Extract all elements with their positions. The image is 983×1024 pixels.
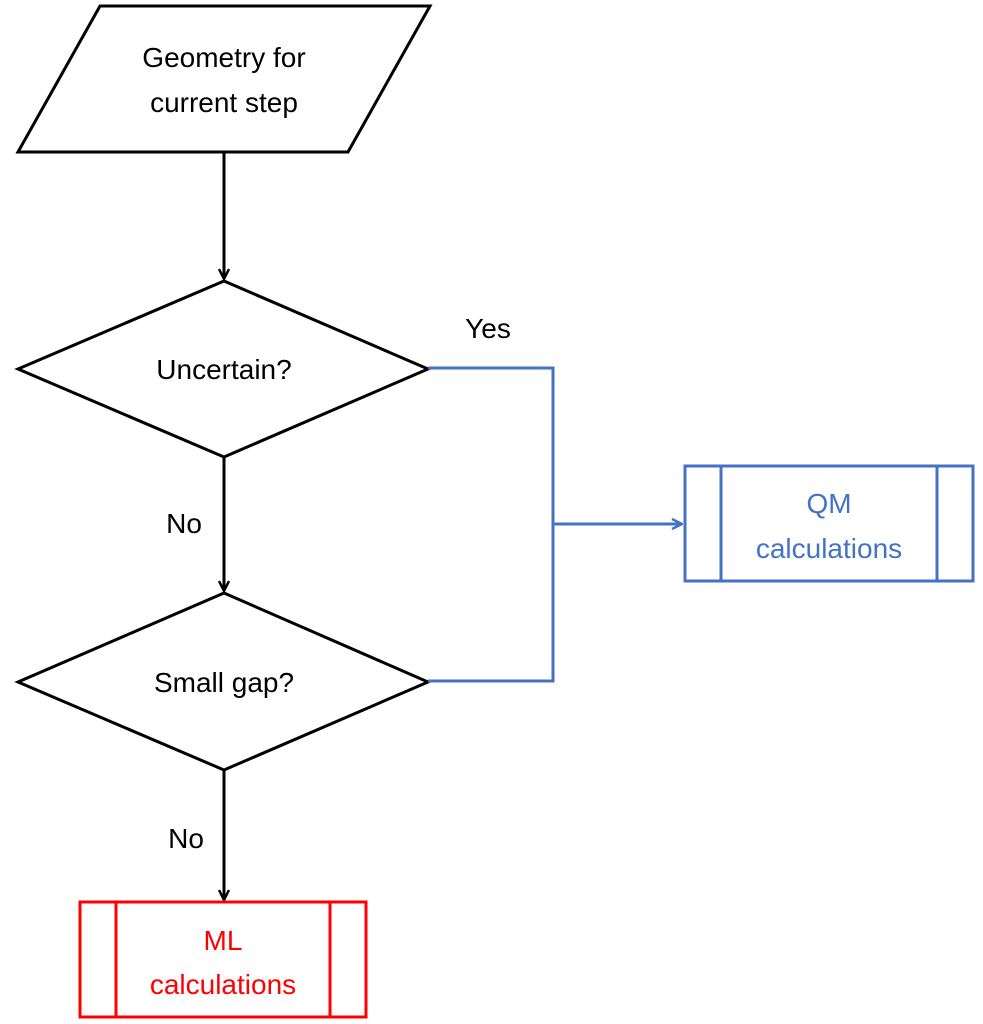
ml-calculations-node: ML calculations — [78, 900, 368, 1019]
input-geometry-node: Geometry for current step — [15, 4, 433, 154]
process-box — [78, 900, 368, 1019]
small-gap-label: Small gap? — [154, 667, 294, 698]
uncertain-label: Uncertain? — [156, 354, 291, 385]
input-label-line1: Geometry for — [142, 42, 305, 73]
uncertain-decision-node: Uncertain? — [14, 279, 432, 459]
yes-edge-label: Yes — [465, 313, 511, 344]
small-gap-decision-node: Small gap? — [14, 591, 432, 772]
input-label-line2: current step — [150, 87, 298, 118]
process-box — [683, 464, 975, 583]
ml-label-line1: ML — [204, 925, 243, 956]
qm-label-line2: calculations — [756, 533, 902, 564]
no-edge-label-1: No — [166, 508, 202, 539]
parallelogram-shape — [15, 4, 433, 154]
qm-calculations-node: QM calculations — [683, 464, 975, 583]
qm-branch-connectors — [428, 366, 682, 683]
yes-branch-line — [428, 366, 555, 683]
qm-label-line1: QM — [806, 488, 851, 519]
ml-label-line2: calculations — [150, 969, 296, 1000]
no-edge-label-2: No — [168, 823, 204, 854]
